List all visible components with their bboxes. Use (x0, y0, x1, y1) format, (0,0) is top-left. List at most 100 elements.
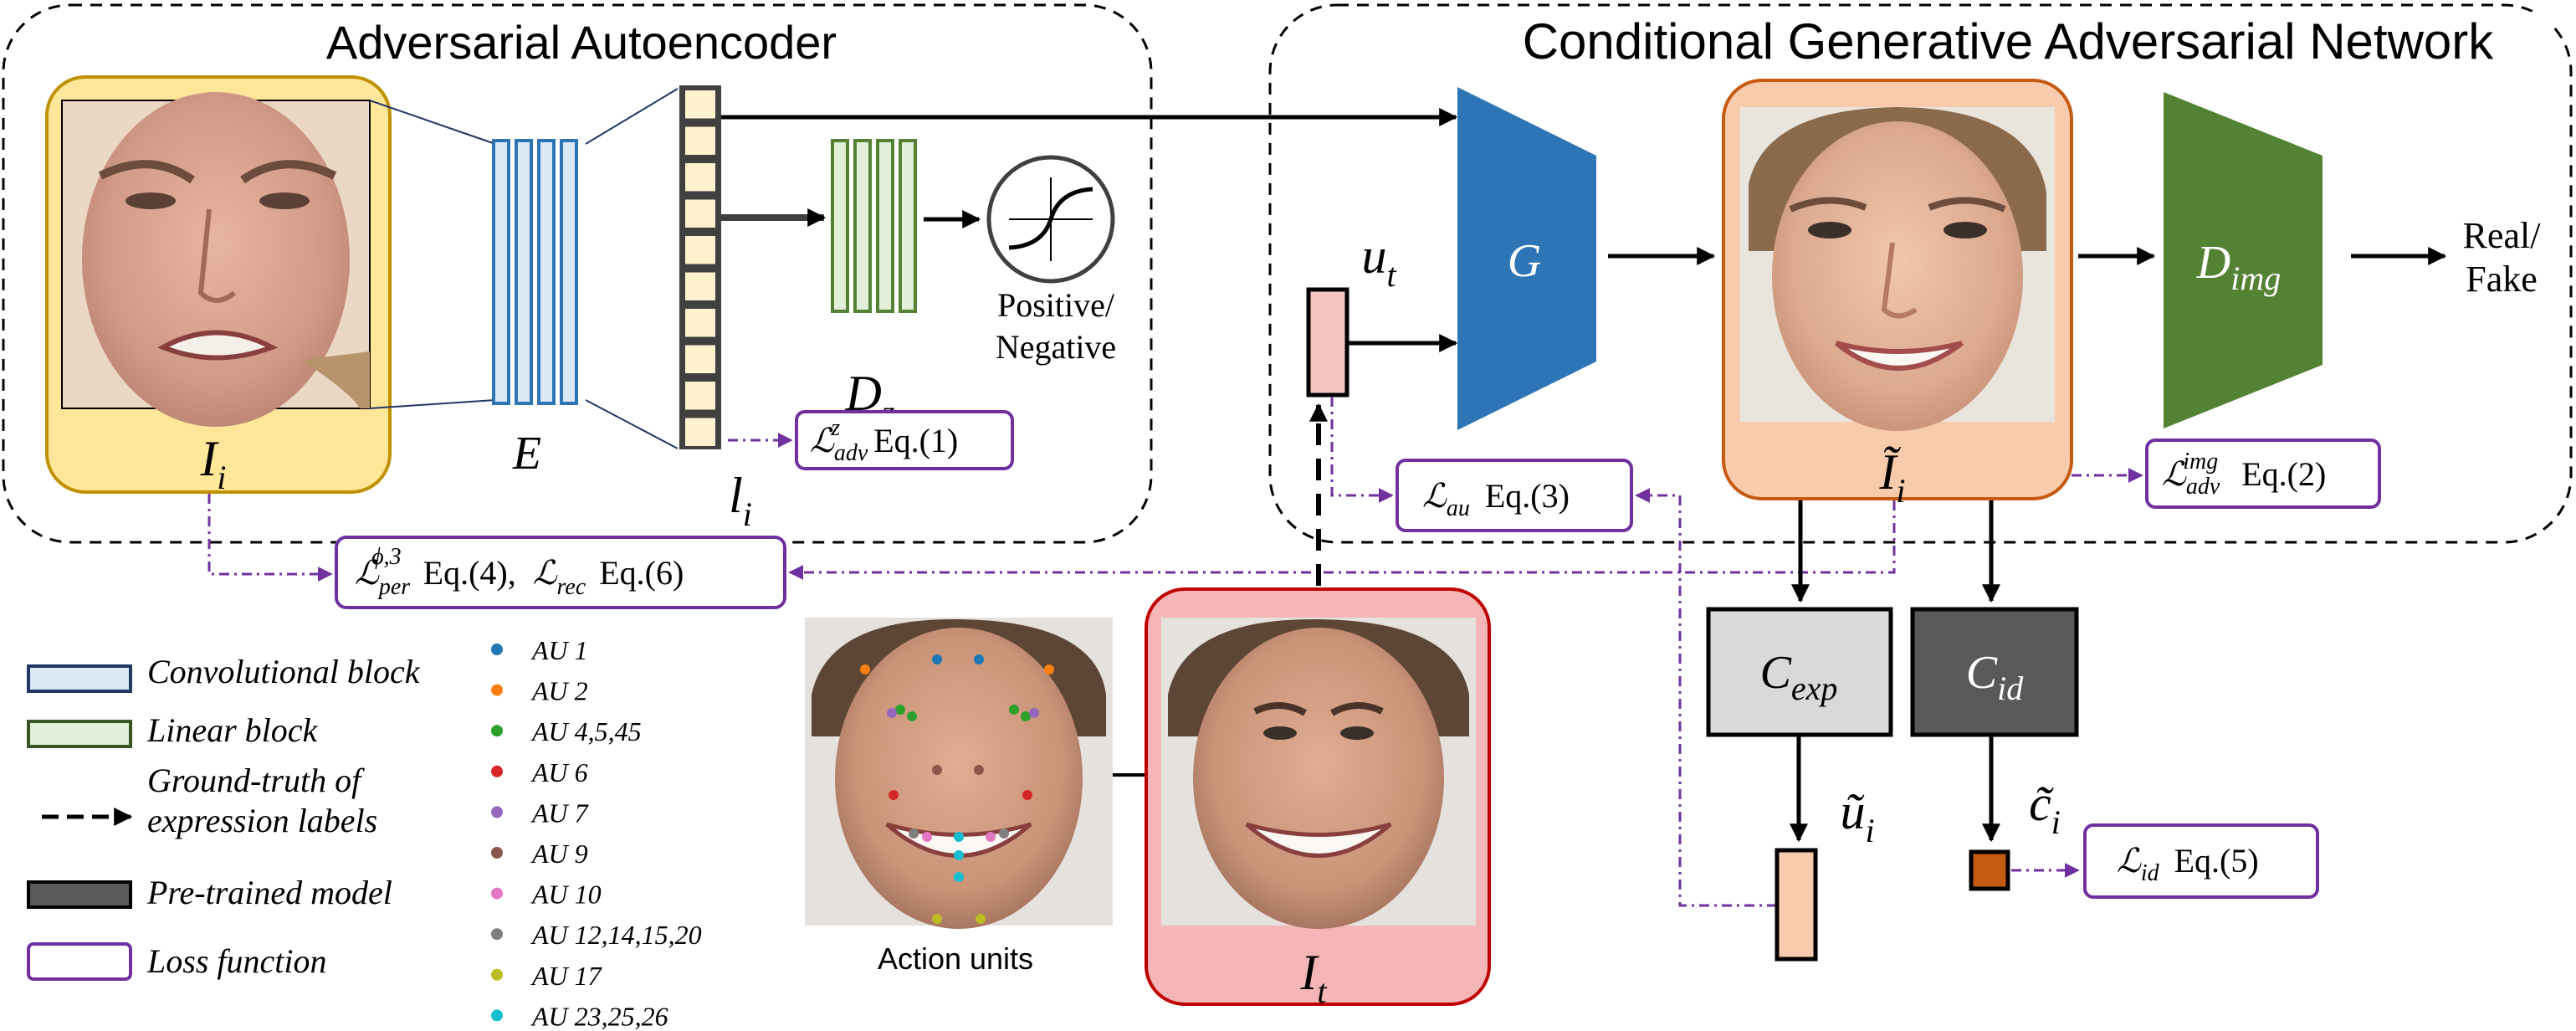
cgan-section (1268, 3, 2573, 544)
legend: Convolutional block Linear block Ground-… (27, 653, 421, 981)
legend-linear-swatch (27, 720, 132, 748)
au-legend-dot (491, 887, 503, 900)
legend-pretrained-label: Pre-trained model (146, 874, 392, 911)
au-landmark-dot (974, 765, 984, 775)
au-legend-label: AU 9 (530, 839, 588, 869)
au-landmark-dot (922, 832, 932, 842)
latent-cell (685, 272, 715, 300)
au-legend-dot (491, 765, 503, 777)
legend-conv-label: Convolutional block (147, 653, 421, 690)
latent-cell (685, 126, 715, 155)
latent-vector (679, 85, 721, 449)
encoder-label: E (512, 428, 541, 480)
sigmoid-icon (986, 155, 1115, 284)
legend-linear-label: Linear block (146, 711, 319, 749)
au-legend-dot (491, 968, 503, 981)
legend-loss-label: Loss function (146, 942, 326, 980)
dimg-block (2164, 92, 2322, 428)
au-legend: AU 1 AU 2 AU 4,5,45 AU 6 AU 7 AU 9 AU 10 AU 12,… (491, 635, 702, 1031)
latent-cell (685, 309, 715, 337)
au-legend-label: AU 23,25,26 (530, 1001, 668, 1031)
au-legend-dot (491, 806, 503, 818)
au-landmark-dot (860, 664, 870, 675)
au-landmark-dot (1044, 664, 1054, 675)
u-tilde-vector (1775, 848, 1818, 962)
au-legend-label: AU 10 (530, 880, 602, 910)
au-landmark-dots (860, 654, 1054, 924)
c-tilde-vector (1969, 849, 2010, 891)
latent-cell (685, 236, 715, 264)
au-landmark-dot (986, 832, 996, 842)
au-legend-dot (491, 1009, 503, 1022)
latent-cell (685, 90, 715, 119)
legend-loss-swatch (27, 942, 132, 981)
target-label: It (1299, 945, 1327, 1010)
au-legend-label: AU 2 (530, 676, 588, 706)
action-units-face-image (805, 618, 1113, 929)
latent-cell (685, 163, 715, 192)
au-legend-label: AU 12,14,15,20 (530, 920, 702, 950)
generator-label: G (1508, 235, 1541, 287)
dz-linear-block (831, 139, 917, 313)
au-landmark-dot (976, 914, 986, 924)
au-landmark-dot (909, 828, 919, 839)
cexp-label: Cexp (1760, 647, 1838, 707)
legend-pretrained-swatch (27, 880, 132, 909)
au-landmark-dot (932, 765, 942, 775)
au-landmark-dot (1009, 705, 1019, 715)
latent-cell (685, 345, 715, 373)
au-legend-dot (491, 644, 503, 655)
au-landmark-dot (887, 708, 897, 718)
au-landmark-dot (932, 914, 942, 924)
aae-title: Adversarial Autoencoder (326, 16, 837, 69)
au-legend-label: AU 6 (530, 757, 588, 787)
action-units-caption: Action units (878, 941, 1033, 976)
latent-cell (685, 418, 715, 446)
au-legend-dot (491, 847, 503, 859)
input-label: Ii (199, 431, 226, 496)
au-landmark-dot (974, 654, 984, 664)
latent-label: li (729, 468, 752, 533)
cgan-title: Conditional Generative Adversarial Netwo… (1523, 13, 2495, 69)
c-tilde-label: c̃i (2029, 776, 2061, 841)
au-landmark-dot (954, 832, 964, 842)
dimg-output-label: Real/Fake (2463, 215, 2542, 300)
au-legend-label: AU 17 (530, 961, 603, 991)
latent-cell (685, 199, 715, 228)
input-face-image (61, 92, 371, 427)
cid-block (1910, 607, 2079, 737)
au-landmark-dot (932, 654, 942, 664)
au-landmark-dot (889, 790, 899, 800)
au-legend-label: AU 1 (530, 635, 588, 665)
generated-face-image (1740, 107, 2055, 431)
ut-vector (1306, 287, 1349, 398)
au-landmark-dot (954, 872, 964, 882)
encoder-block (492, 139, 578, 405)
au-landmark-dot (907, 711, 917, 721)
au-legend-label: AU 7 (530, 798, 590, 828)
au-landmark-dot (999, 828, 1009, 839)
au-landmark-dot (1021, 711, 1031, 721)
dimg-label: Dimg (2196, 237, 2281, 297)
au-landmark-dot (895, 705, 905, 715)
au-legend-dot (491, 684, 503, 696)
cid-label: Cid (1966, 647, 2024, 707)
u-tilde-label: ũi (1840, 784, 1874, 849)
legend-conv-swatch (27, 664, 132, 693)
generator-block (1457, 87, 1596, 430)
au-legend-label: AU 4,5,45 (530, 716, 642, 746)
au-landmark-dot (1029, 708, 1039, 718)
au-legend-dot (491, 928, 503, 941)
cexp-block (1706, 607, 1893, 737)
